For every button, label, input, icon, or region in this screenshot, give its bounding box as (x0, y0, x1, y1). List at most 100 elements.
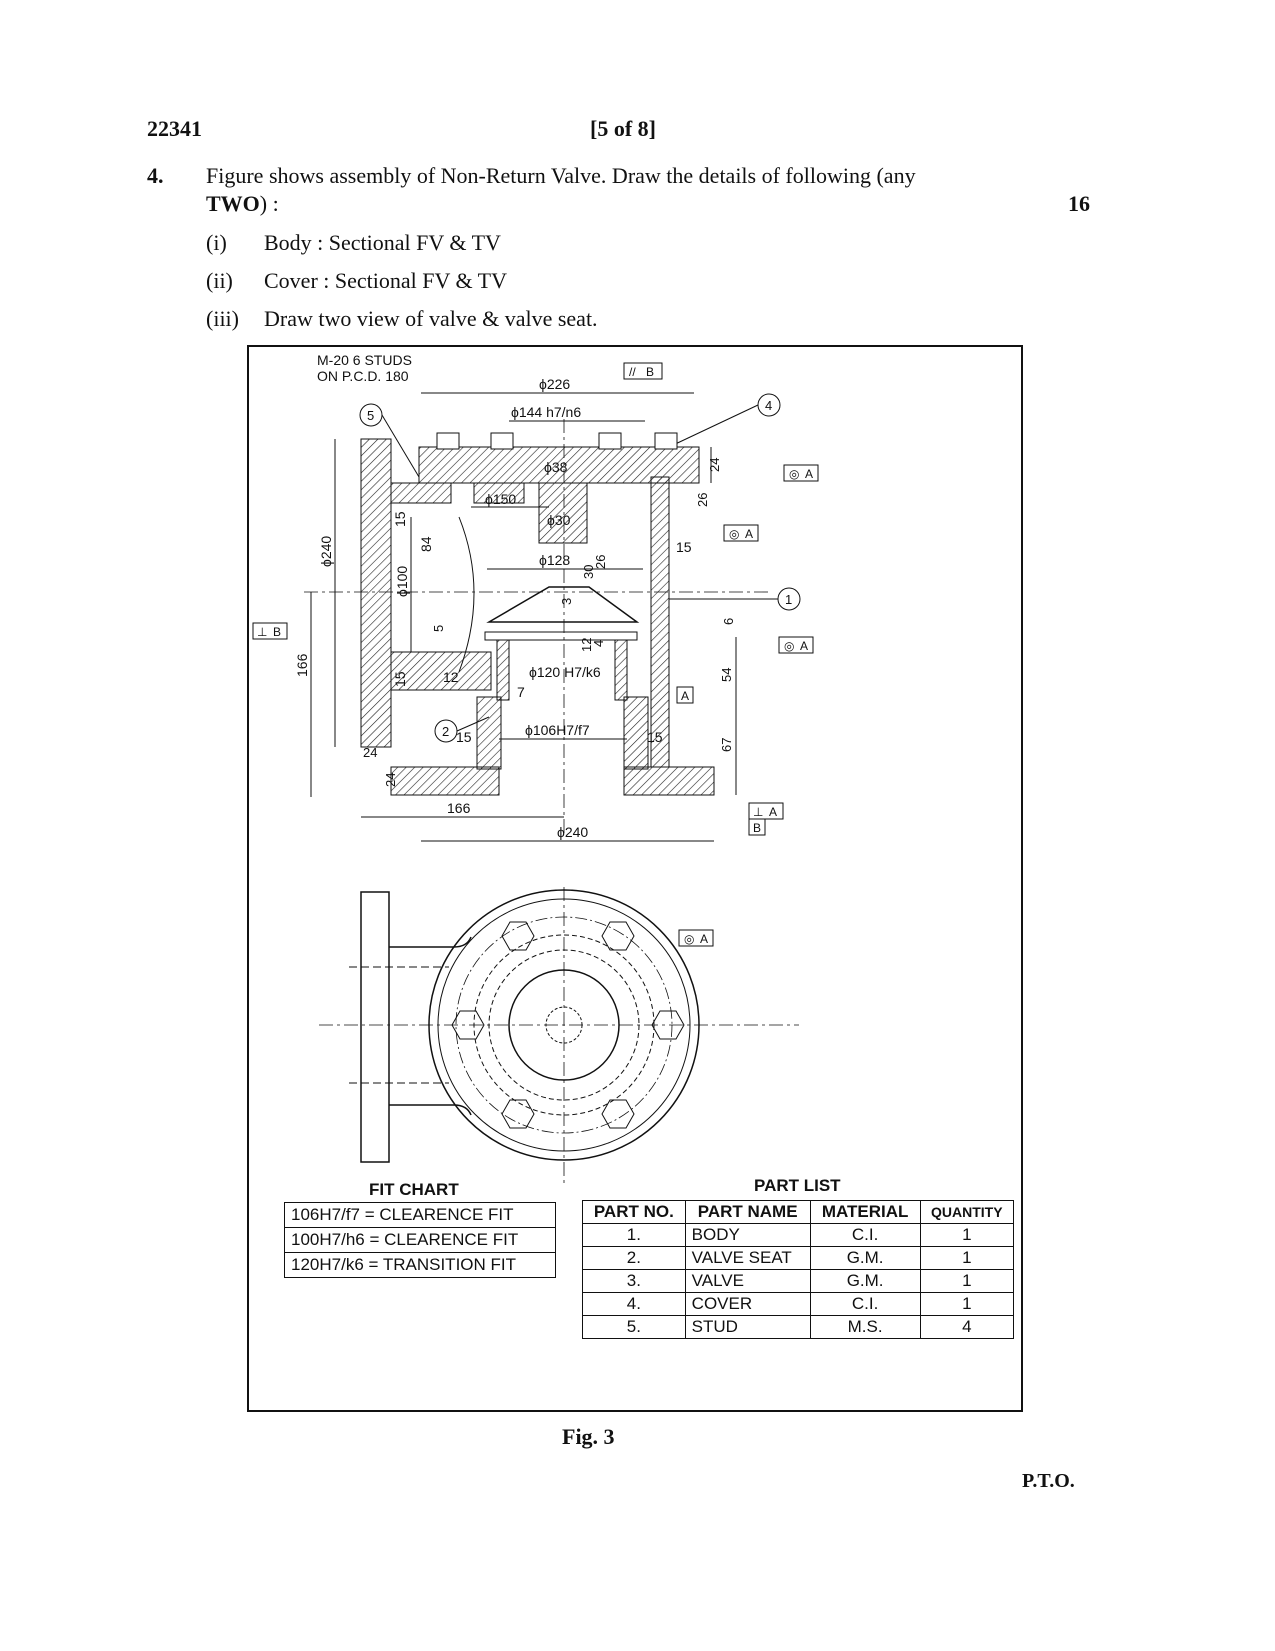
dim-24-bottom-a: 24 (363, 745, 377, 760)
gdt-conc-A-1: A (805, 467, 813, 481)
cell: BODY (684, 1223, 811, 1247)
item-num-3: (iii) (206, 306, 239, 331)
cell: VALVE SEAT (684, 1246, 811, 1270)
top-view: ◎A (319, 887, 799, 1187)
cell: 1. (582, 1223, 686, 1247)
dim-24-right: 24 (707, 458, 722, 472)
dim-15-d: 15 (647, 729, 663, 745)
dim-15-a: 15 (392, 511, 408, 527)
dim-30-v: 30 (581, 565, 596, 579)
cell: C.I. (809, 1292, 921, 1316)
question-text-bold: TWO (206, 191, 260, 216)
item-num-1: (i) (206, 230, 227, 255)
cell: 1 (919, 1246, 1015, 1270)
cell: 3. (582, 1269, 686, 1293)
gdt-perp-B: B (273, 625, 281, 639)
dim-38: ϕ38 (544, 459, 568, 475)
cell: G.M. (809, 1246, 921, 1270)
cell: 1 (919, 1292, 1015, 1316)
body-inner-right (623, 696, 649, 770)
balloon-4-label: 5 (367, 408, 374, 423)
svg-text:◎: ◎ (684, 932, 694, 946)
stud-note-1: M-20 6 STUDS (317, 352, 412, 368)
table-row: 4. COVER C.I. 1 (582, 1292, 1015, 1316)
item-text-2: Cover : Sectional FV & TV (264, 268, 508, 293)
cell: STUD (684, 1315, 811, 1339)
marks: 16 (1068, 191, 1090, 216)
cell: C.I. (809, 1223, 921, 1247)
gdt-conc-A-3: A (800, 639, 808, 653)
fit-chart-table: 106H7/f7 = CLEARENCE FIT 100H7/h6 = CLEA… (284, 1202, 556, 1278)
stud-nut-4 (654, 432, 678, 450)
cell: 5. (582, 1315, 686, 1339)
dim-226: ϕ226 (539, 376, 570, 392)
stud-note-2: ON P.C.D. 180 (317, 368, 409, 384)
dim-106: ϕ106H7/f7 (525, 722, 590, 738)
question-number: 4. (147, 163, 164, 188)
body-base-left (390, 766, 500, 796)
dim-5: 5 (431, 625, 446, 632)
body-right-wall (650, 476, 670, 768)
dim-26-v: 26 (593, 555, 608, 569)
header-material: MATERIAL (809, 1200, 921, 1224)
cover-spigot-left (473, 482, 525, 504)
datum-B-box: B (753, 821, 761, 835)
fit-row-2: 100H7/h6 = CLEARENCE FIT (285, 1228, 555, 1253)
cell: 2. (582, 1246, 686, 1270)
cell: COVER (684, 1292, 811, 1316)
dim-128: ϕ128 (539, 552, 570, 568)
body-top-branch (390, 482, 452, 504)
svg-text://: // (629, 365, 636, 379)
part-list-header-row: PART NO. PART NAME MATERIAL QUANTITY (582, 1200, 1015, 1224)
cell: 1 (919, 1269, 1015, 1293)
part-list-title: PART LIST (754, 1176, 841, 1195)
valve-seat-top (484, 631, 638, 641)
paper-code: 22341 (147, 116, 202, 141)
table-row: 5. STUD M.S. 4 (582, 1315, 1015, 1339)
table-row: 2. VALVE SEAT G.M. 1 (582, 1246, 1015, 1270)
dim-4: 4 (591, 640, 606, 647)
gdt-conc-A-2: A (745, 527, 753, 541)
body-base-right (623, 766, 715, 796)
question-text-part1: Figure shows assembly of Non-Return Valv… (206, 163, 916, 188)
body-left-flange (360, 438, 392, 748)
svg-text:⊥: ⊥ (257, 625, 267, 639)
figure-caption: Fig. 3 (562, 1424, 615, 1449)
question-text: Figure shows assembly of Non-Return Valv… (206, 162, 1056, 218)
dim-15-c: 15 (456, 729, 472, 745)
dim-144: ϕ144 h7/n6 (511, 404, 581, 420)
dim-120: ϕ120 H7/k6 (529, 664, 601, 680)
cell: G.M. (809, 1269, 921, 1293)
fit-row-3: 120H7/k6 = TRANSITION FIT (291, 1255, 517, 1274)
valve-seat-left (496, 639, 510, 701)
cell: VALVE (684, 1269, 811, 1293)
body-lower-branch (390, 651, 492, 691)
dim-15-e: 15 (676, 539, 692, 555)
dim-166-horizontal: 166 (447, 800, 471, 816)
balloon-5-label: 4 (765, 398, 772, 413)
dim-30: ϕ30 (547, 512, 571, 528)
svg-text:⊥: ⊥ (753, 805, 763, 819)
fit-chart-title: FIT CHART (369, 1180, 459, 1199)
stud-nut-3 (598, 432, 622, 450)
cell: M.S. (809, 1315, 921, 1339)
dim-240-horizontal: ϕ240 (557, 824, 588, 840)
header-part-no: PART NO. (582, 1200, 686, 1224)
dim-6: 6 (721, 618, 736, 625)
dim-24-bottom-b: 24 (383, 773, 398, 787)
stud-nut-2 (490, 432, 514, 450)
question-text-part2: ) : (259, 191, 279, 216)
dim-150: ϕ150 (485, 491, 516, 507)
dim-3: 3 (559, 598, 574, 605)
gdt-datum-B: B (646, 365, 654, 379)
balloon-2-label: 2 (442, 724, 449, 739)
header-quantity: QUANTITY (919, 1200, 1015, 1224)
valve-disc (486, 586, 640, 623)
dim-54: 54 (719, 668, 734, 682)
header-part-name: PART NAME (684, 1200, 811, 1224)
dim-100: ϕ100 (394, 566, 410, 597)
dim-15-b: 15 (392, 671, 408, 687)
footer-pto: P.T.O. (1022, 1470, 1075, 1492)
gdt-parallel-B (623, 362, 663, 380)
svg-text:◎: ◎ (784, 639, 794, 653)
